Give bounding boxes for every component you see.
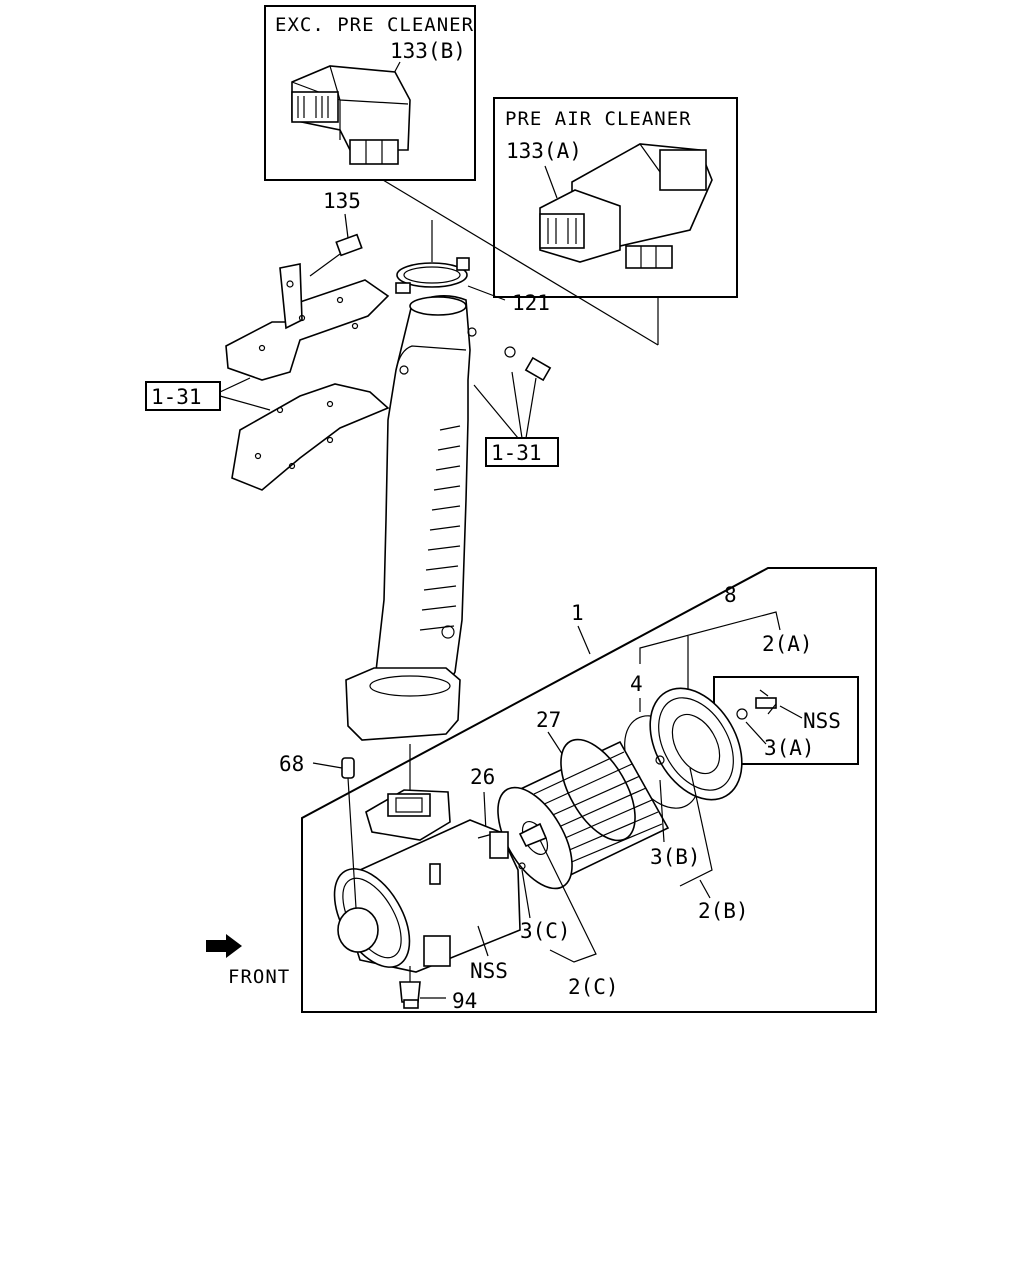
label-121: 121 <box>512 291 550 315</box>
air-cleaner-housing <box>333 789 521 973</box>
cover <box>649 687 743 801</box>
label-133a: 133(A) <box>506 139 582 163</box>
bracket-upper <box>225 263 390 381</box>
wing-nut-3c <box>518 822 548 870</box>
pre-air-cleaner-box <box>493 97 738 298</box>
pre-air-cleaner-group: PRE AIR CLEANER 133(A) <box>493 97 738 298</box>
label-2a: 2(A) <box>762 632 813 656</box>
assembly-box <box>301 567 877 1013</box>
label-8: 8 <box>724 583 737 607</box>
label-27: 27 <box>536 708 561 732</box>
label-133b: 133(B) <box>390 39 466 63</box>
label-3b: 3(B) <box>650 845 701 869</box>
intake-duct <box>345 295 477 741</box>
label-nss-bottom: NSS <box>470 959 508 983</box>
exc-pre-cleaner-box <box>264 5 476 181</box>
label-4: 4 <box>630 672 643 696</box>
label-front: FRONT <box>228 966 290 988</box>
label-2c: 2(C) <box>568 975 619 999</box>
bolt-135 <box>309 213 363 277</box>
label-ref-131-right: 1-31 <box>491 441 542 465</box>
grommet-68 <box>341 757 357 909</box>
pre-cleaner-cap-b <box>291 65 411 165</box>
front-arrow-icon <box>206 934 242 958</box>
wing-bolt-2a <box>736 689 777 720</box>
label-94: 94 <box>452 989 477 1013</box>
label-135: 135 <box>323 189 361 213</box>
label-ref-131-left: 1-31 <box>151 385 202 409</box>
bolt-right <box>504 346 552 382</box>
label-3c: 3(C) <box>520 919 571 943</box>
bracket-lower <box>231 383 390 491</box>
pre-air-cleaner-title: PRE AIR CLEANER <box>505 108 692 130</box>
exc-pre-cleaner-title: EXC. PRE CLEANER <box>275 14 474 36</box>
exc-pre-cleaner-group: EXC. PRE CLEANER 133(B) <box>264 5 476 181</box>
label-26: 26 <box>470 765 495 789</box>
label-2b: 2(B) <box>698 899 749 923</box>
label-nss-right: NSS <box>803 709 841 733</box>
clamp-121 <box>395 257 506 301</box>
label-68: 68 <box>279 752 304 776</box>
label-1: 1 <box>571 601 584 625</box>
valve-94 <box>399 966 421 1009</box>
pre-air-cleaner-unit <box>539 143 713 269</box>
label-3a: 3(A) <box>764 736 815 760</box>
